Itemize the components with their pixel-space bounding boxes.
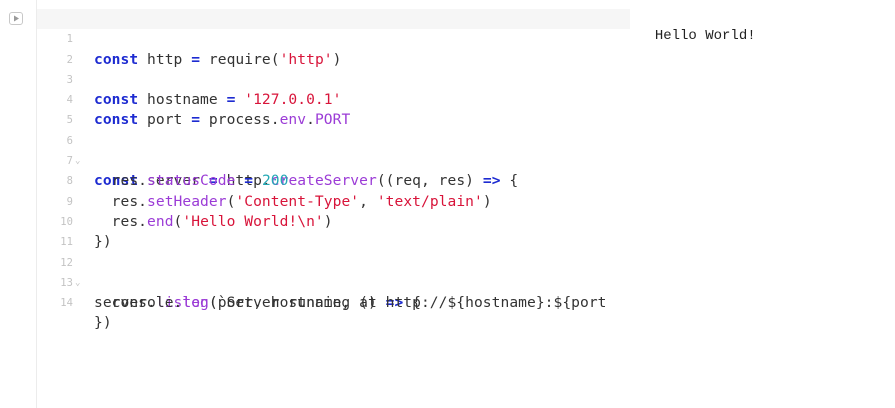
operator: => [482,172,501,190]
run-button[interactable] [9,12,23,25]
line-number: 4 [66,94,73,107]
code-editor[interactable]: 1 const http = require('http') 2 3 const… [37,0,630,408]
code-token: res. [94,192,148,210]
property: listen [155,294,209,312]
code-token: ) [332,50,342,68]
play-icon [13,15,19,22]
code-token: { [500,172,519,190]
line-number: 13 [60,276,73,289]
string-literal: 'text/plain' [376,192,483,210]
line-number: 12 [60,256,73,269]
property: PORT [314,111,351,129]
line-number: 7 [66,155,73,168]
line-number: 2 [66,53,73,66]
number-literal: 200 [261,172,289,190]
line-number: 3 [66,73,73,86]
string-literal: 'Hello World!\n' [182,212,324,230]
code-text[interactable]: const server = http.createServer((req, r… [94,171,518,191]
code-token: { [403,294,421,312]
code-token: port [138,111,192,129]
code-line[interactable]: 4 const port = process.env.PORT [37,70,630,128]
string-literal: 'http' [279,50,333,68]
code-text[interactable]: res.statusCode = 200 [94,171,289,191]
code-line[interactable]: 10 }) [37,192,630,250]
code-token: http. [217,172,271,190]
code-line[interactable]: 6 ⌄ const server = http.createServer((re… [37,110,630,190]
property: log [182,294,209,312]
property: statusCode [147,172,236,190]
code-token: }) [94,314,112,332]
keyword: const [94,172,139,190]
code-token: server. [94,294,156,312]
code-token: (port, hostname, () [208,294,386,312]
line-number: 10 [60,215,73,228]
property: setHeader [147,192,227,210]
code-line[interactable]: 2 [37,29,630,66]
code-line[interactable]: 8 res.setHeader('Content-Type', 'text/pl… [37,151,630,209]
code-line[interactable]: 1 const http = require('http') [37,9,630,68]
keyword: const [94,50,139,68]
code-line[interactable]: 11 [37,212,630,248]
code-token: res. [94,212,148,230]
code-token: server [138,172,209,190]
line-number: 11 [60,236,73,249]
code-token: . [306,111,315,129]
line-number: 1 [66,33,73,46]
code-lines: 1 const http = require('http') 2 3 const… [37,9,630,331]
code-line[interactable]: 14 }) [37,273,630,331]
operator: = [191,50,201,68]
code-token: ) [482,192,492,210]
code-text[interactable]: console.log(`Server running at http://${… [94,293,607,313]
code-token: , [359,192,377,210]
code-text[interactable]: }) [94,232,112,252]
code-line[interactable]: 5 [37,90,630,126]
code-token: hostname [138,91,227,109]
code-line[interactable]: 3 const hostname = '127.0.0.1' [37,50,630,108]
code-text[interactable]: const http = require('http') [94,50,341,70]
operator: = [244,172,254,190]
code-token: ( [226,192,236,210]
code-token: res. [94,172,148,190]
code-token: ) [323,212,333,230]
code-token: (`Server running at http://${hostname}:$… [208,294,607,312]
fold-chevron-icon[interactable]: ⌄ [75,156,81,167]
code-text[interactable]: const port = process.env.PORT [94,110,350,130]
line-number: 8 [66,175,73,188]
line-number: 14 [60,297,73,310]
keyword: const [94,111,139,129]
property: end [147,212,174,230]
code-line[interactable]: 13 console.log(`Server running at http:/… [37,253,630,311]
keyword: const [94,91,139,109]
operator: = [208,172,218,190]
code-token: ( [173,212,183,230]
code-token: ((req, res) [376,172,483,190]
code-text[interactable]: }) [94,313,112,333]
string-literal: '127.0.0.1' [235,91,342,109]
property: env [279,111,307,129]
run-gutter [0,0,37,408]
property: createServer [270,172,377,190]
operator: => [385,294,404,312]
string-literal: 'Content-Type' [235,192,360,210]
code-token: http [138,50,192,68]
output-panel: Hello World! [638,9,888,45]
code-token: require( [200,50,280,68]
code-token: }) [94,233,112,251]
code-text[interactable]: const hostname = '127.0.0.1' [94,90,341,110]
code-token: console. [94,294,183,312]
code-text[interactable]: res.end('Hello World!\n') [94,212,333,232]
code-text[interactable]: server.listen(port, hostname, () => { [94,293,421,313]
line-number: 6 [66,134,73,147]
line-number: 5 [66,114,73,127]
fold-chevron-icon[interactable]: ⌄ [75,277,81,288]
line-number: 9 [66,195,73,208]
code-line[interactable]: 9 res.end('Hello World!\n') [37,171,630,230]
code-line[interactable]: 7 res.statusCode = 200 [37,131,630,189]
code-line[interactable]: 12 ⌄ server.listen(port, hostname, () =>… [37,232,630,312]
operator: = [226,91,236,109]
code-token: process. [200,111,280,129]
code-text[interactable]: res.setHeader('Content-Type', 'text/plai… [94,192,492,212]
operator: = [191,111,201,129]
output-text: Hello World! [654,28,756,44]
